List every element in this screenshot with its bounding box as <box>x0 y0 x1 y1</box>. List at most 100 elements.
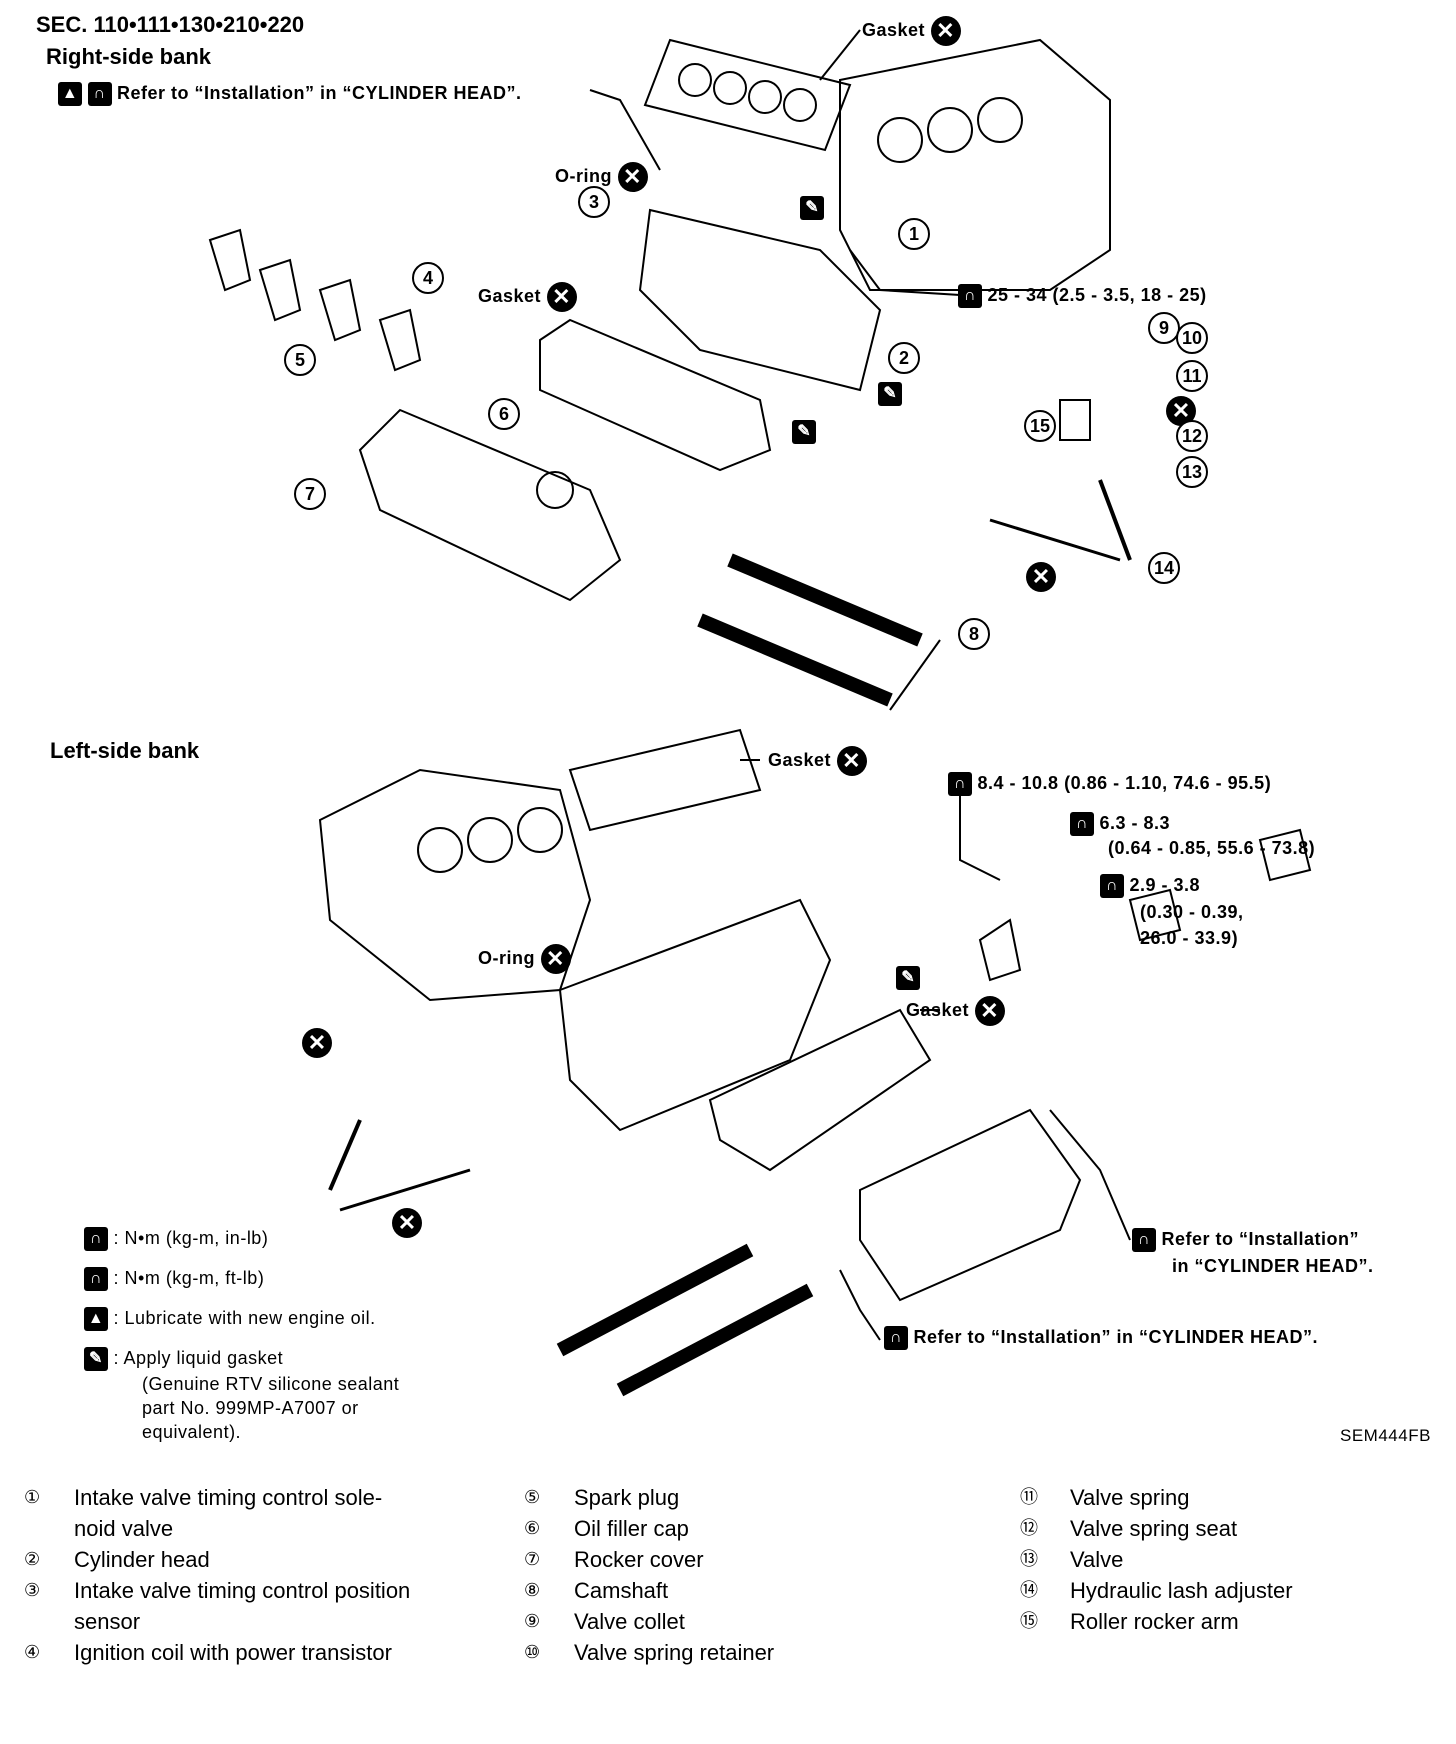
refer-install-top: ▲ ∩ Refer to “Installation” in “CYLINDER… <box>58 82 522 106</box>
oil-can-icon: ▲ <box>58 82 82 106</box>
top-head-gasket <box>643 38 852 152</box>
refer-bottom-text: Refer to “Installation” in “CYLINDER HEA… <box>913 1326 1319 1347</box>
part-number: ⑦ <box>524 1549 541 1569</box>
torque-ftlb-icon: ∩ <box>87 82 112 106</box>
part-name: Spark plug <box>574 1485 680 1510</box>
replace-icon: ✕ <box>836 746 867 776</box>
callout-5: 5 <box>284 344 316 376</box>
left-cylinder-head <box>558 898 832 1132</box>
torque-inlb-icon: ∩ <box>1100 874 1124 898</box>
gasket-label-right-cover: Gasket ✕ <box>478 282 577 312</box>
part-name: Valve collet <box>574 1609 685 1634</box>
torque-ftlb-icon: ∩ <box>1132 1228 1156 1252</box>
list-item: ⑨ Valve collet <box>524 1606 774 1637</box>
liquid-gasket-icon: ✎ <box>84 1347 108 1372</box>
part-number: ③ <box>24 1580 41 1600</box>
torque-ftlb-icon: ∩ <box>958 284 982 308</box>
right-engine-block <box>839 38 1111 291</box>
part-name: noid valve <box>74 1516 174 1541</box>
legend-lubricate: ▲ : Lubricate with new engine oil. <box>84 1306 376 1332</box>
replace-icon: ✕ <box>930 16 961 46</box>
legend-detail-line: equivalent). <box>142 1422 242 1442</box>
list-item: ⑩ Valve spring retainer <box>524 1637 774 1668</box>
replace-icon: ✕ <box>540 944 571 974</box>
part-name: sensor <box>74 1609 141 1634</box>
part-number: ⑭ <box>1020 1580 1038 1600</box>
part-number: ⑬ <box>1020 1549 1038 1569</box>
torque-right-1-text: 25 - 34 (2.5 - 3.5, 18 - 25) <box>987 284 1207 305</box>
section-number: SEC. 110•111•130•210•220 <box>36 12 305 37</box>
left-engine-block <box>318 768 592 1002</box>
torque-left-3: ∩ 2.9 - 3.8 <box>1100 874 1200 898</box>
gasket-label-left-cover: Gasket ✕ <box>906 996 1005 1026</box>
oring-label-text: O-ring <box>478 947 535 968</box>
part-name: Camshaft <box>574 1578 669 1603</box>
callout-6: 6 <box>488 398 520 430</box>
torque-left-3b-text: (0.30 - 0.39, <box>1140 902 1244 922</box>
part-number: ⑨ <box>524 1611 541 1631</box>
list-item: ⑭ Hydraulic lash adjuster <box>1020 1575 1293 1606</box>
right-cylinder-head <box>638 208 882 392</box>
torque-left-1: ∩ 8.4 - 10.8 (0.86 - 1.10, 74.6 - 95.5) <box>948 772 1271 796</box>
refer-right-a-text: Refer to “Installation” <box>1161 1228 1360 1249</box>
callout-10: 10 <box>1176 322 1208 354</box>
part-number: ⑮ <box>1020 1611 1038 1631</box>
oring-label-right: O-ring ✕ <box>555 162 648 192</box>
callout-8: 8 <box>958 618 990 650</box>
part-name: Roller rocker arm <box>1070 1609 1239 1634</box>
legend-text: : Apply liquid gasket <box>113 1348 284 1368</box>
oil-can-icon: ▲ <box>84 1307 108 1332</box>
figure-code: SEM444FB <box>1340 1426 1431 1445</box>
torque-left-3a-text: 2.9 - 3.8 <box>1129 874 1201 895</box>
torque-left-3c-text: 26.0 - 33.9) <box>1140 928 1239 948</box>
part-number: ⑫ <box>1020 1518 1038 1538</box>
part-name: Intake valve timing control sole- <box>74 1485 383 1510</box>
liquid-gasket-icon: ✎ <box>896 966 920 990</box>
left-rocker-cover <box>859 1108 1082 1302</box>
list-item: ⑮ Roller rocker arm <box>1020 1606 1293 1637</box>
callout-7: 7 <box>294 478 326 510</box>
liquid-gasket-icon: ✎ <box>800 196 824 220</box>
part-name: Valve spring seat <box>1070 1516 1238 1541</box>
legend-gasket-detail: (Genuine RTV silicone sealant part No. 9… <box>142 1372 399 1444</box>
left-bank-heading: Left-side bank <box>50 738 200 763</box>
gasket-label-text: Gasket <box>906 999 970 1020</box>
legend-torque-ftlb: ∩ : N•m (kg-m, ft-lb) <box>84 1266 264 1292</box>
callout-3: 3 <box>578 186 610 218</box>
refer-right-b-text: in “CYLINDER HEAD”. <box>1172 1256 1374 1276</box>
part-name: Valve spring <box>1070 1485 1190 1510</box>
torque-ftlb-icon: ∩ <box>884 1326 908 1350</box>
legend-detail-line: part No. 999MP-A7007 or <box>142 1398 359 1418</box>
part-name: Valve spring retainer <box>574 1640 775 1665</box>
gasket-label-text: Gasket <box>768 749 832 770</box>
callout-11: 11 <box>1176 360 1208 392</box>
callout-14: 14 <box>1148 552 1180 584</box>
part-name: Oil filler cap <box>574 1516 689 1541</box>
left-head-gasket <box>568 728 762 832</box>
part-number: ④ <box>24 1642 41 1662</box>
callout-13: 13 <box>1176 456 1208 488</box>
part-number: ⑩ <box>524 1642 541 1662</box>
torque-inlb-icon: ∩ <box>84 1227 108 1252</box>
replace-icon: ✕ <box>546 282 577 312</box>
callout-2: 2 <box>888 342 920 374</box>
callout-12: 12 <box>1176 420 1208 452</box>
replace-icon: ✕ <box>1026 562 1056 592</box>
legend-text: : N•m (kg-m, in-lb) <box>113 1228 269 1248</box>
replace-icon: ✕ <box>302 1028 332 1058</box>
torque-left-1-text: 8.4 - 10.8 (0.86 - 1.10, 74.6 - 95.5) <box>977 772 1272 793</box>
part-name: Hydraulic lash adjuster <box>1070 1578 1293 1603</box>
part-number: ① <box>24 1487 41 1507</box>
callout-4: 4 <box>412 262 444 294</box>
refer-install-right: ∩ Refer to “Installation” <box>1132 1228 1359 1252</box>
parts-list-col1: ① Intake valve timing control sole- noid … <box>24 1482 410 1668</box>
part-number: ⑪ <box>1020 1487 1038 1507</box>
gasket-label-text: Gasket <box>862 19 926 40</box>
